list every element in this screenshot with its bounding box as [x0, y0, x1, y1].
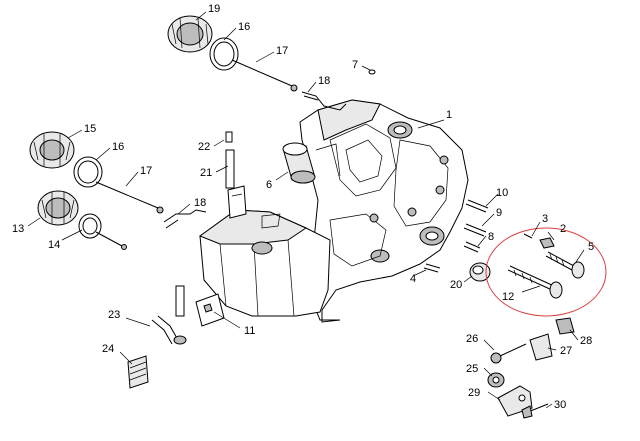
- part-21-rod: [225, 149, 235, 189]
- highlight-group: [485, 227, 607, 317]
- callout-27: 27: [560, 345, 572, 357]
- part-16-ring-lower: [73, 156, 103, 188]
- callout-13: 13: [12, 223, 24, 235]
- callout-5: 5: [588, 241, 594, 253]
- callout-18b: 18: [194, 197, 206, 209]
- callout-30: 30: [554, 399, 566, 411]
- callout-1: 1: [446, 109, 452, 121]
- part-17-bolt-top: [231, 59, 298, 92]
- callout-11: 11: [244, 325, 255, 337]
- callout-17a: 17: [276, 45, 288, 57]
- part-22-screw: [225, 131, 233, 143]
- callout-29: 29: [468, 387, 480, 399]
- callout-21: 21: [200, 167, 212, 179]
- part-3-pin: [523, 233, 533, 239]
- part-20-cap: [469, 262, 491, 282]
- callout-16a: 16: [238, 21, 250, 33]
- callout-19: 19: [208, 3, 220, 15]
- part-27-bracket: [529, 333, 553, 361]
- callout-18a: 18: [318, 75, 330, 87]
- callout-26: 26: [466, 333, 478, 345]
- part-30-screw: [521, 403, 549, 419]
- callout-15: 15: [84, 123, 96, 135]
- part-9-screw: [463, 223, 487, 237]
- part-15-cap: [29, 131, 75, 169]
- callout-12: 12: [502, 291, 514, 303]
- callout-3: 3: [542, 213, 548, 225]
- part-25-nut: [487, 372, 505, 388]
- part-26-screw: [490, 343, 527, 364]
- callout-9: 9: [496, 207, 502, 219]
- part-7-pin: [368, 69, 376, 75]
- part-14-ring-bolt: [78, 213, 127, 250]
- callout-7: 7: [352, 59, 358, 71]
- callout-14: 14: [48, 239, 60, 251]
- callout-4: 4: [410, 273, 416, 285]
- part-17-bolt-lower: [95, 181, 164, 214]
- part-4-screw: [423, 263, 441, 273]
- leader-lines: [27, 11, 585, 409]
- part-12-bolt: [507, 265, 563, 299]
- callout-16b: 16: [112, 141, 124, 153]
- callout-17b: 17: [140, 165, 152, 177]
- callout-8: 8: [488, 231, 494, 243]
- callout-28: 28: [580, 335, 592, 347]
- callout-6: 6: [266, 179, 272, 191]
- part-13-sprocket: [37, 190, 79, 226]
- part-28-block: [555, 317, 575, 335]
- callout-labels: 1 2 3 4 5 6 7 8 9 10 11 12 13 14 15 16 1…: [12, 3, 594, 411]
- part-18-clip-lower: [163, 209, 207, 229]
- callout-20: 20: [450, 279, 462, 291]
- callout-25: 25: [466, 363, 478, 375]
- callout-24: 24: [102, 343, 114, 355]
- part-19-cap: [167, 15, 213, 53]
- part-10-screw: [465, 199, 489, 213]
- callout-23: 23: [108, 309, 120, 321]
- crankcase-housing: [299, 99, 469, 323]
- part-6-cylinder: [282, 142, 316, 184]
- callout-2: 2: [560, 223, 566, 235]
- highlight-circle: [485, 227, 607, 317]
- part-24-filter: [127, 355, 149, 389]
- callout-10: 10: [496, 187, 508, 199]
- part-18-clip-top: [301, 91, 347, 111]
- tank-housing: [198, 185, 331, 317]
- part-8-screw: [463, 241, 481, 253]
- part-29-lever: [497, 385, 533, 417]
- part-23-fuel-hose: [151, 285, 187, 345]
- part-2-nut: [539, 237, 555, 249]
- callout-22: 22: [198, 141, 210, 153]
- part-5-bolt: [545, 251, 585, 279]
- part-16-ring-top: [209, 37, 239, 71]
